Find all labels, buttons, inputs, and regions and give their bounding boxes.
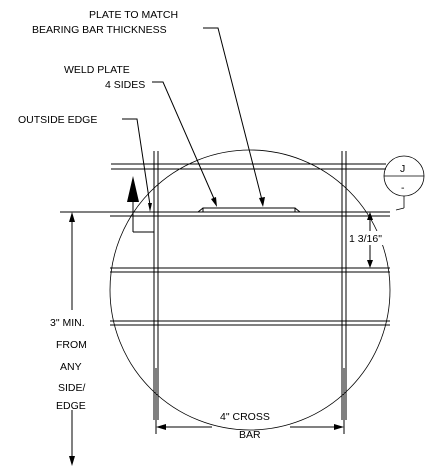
outside-edge-label: OUTSIDE EDGE [18, 114, 97, 126]
weld-plate-arrowhead [211, 197, 217, 207]
weld-plate-fillet [294, 207, 301, 213]
min-dim-arrow-down [69, 456, 75, 466]
cross-bar-dimension: 4" CROSS BAR [155, 368, 345, 441]
section-callout: J - [383, 155, 425, 211]
weld-plate-leader [152, 81, 216, 202]
thickness-arrow-up [367, 212, 373, 220]
thickness-dimension: 1 3/16" [348, 211, 392, 269]
callout-top-label: J [400, 163, 405, 175]
thickness-label-bg [348, 231, 392, 245]
detail-circle [109, 149, 391, 431]
min-label-line5: EDGE [56, 400, 86, 412]
plate-arrowhead [259, 197, 265, 207]
min-dim-arrow-up [69, 212, 75, 222]
weld-plate-label-line2: 4 SIDES [105, 79, 145, 91]
weld-plate-fillet [197, 207, 204, 213]
min-label-line1: 3" MIN. [50, 317, 85, 329]
thickness-arrow-down [367, 260, 373, 268]
outside-edge-leader [122, 118, 151, 206]
plate-label-line1: PLATE TO MATCH [89, 9, 178, 21]
min-label-line3: ANY [60, 361, 82, 373]
callout-leader-tick [395, 207, 405, 211]
plate-label-line2: BEARING BAR THICKNESS [32, 24, 167, 36]
cross-bars [110, 163, 390, 326]
weld-plate-label-line1: WELD PLATE [64, 64, 130, 76]
cross-label-line2: BAR [239, 429, 261, 441]
min-label-line2: FROM [56, 339, 87, 351]
edge-marker-arrow [127, 176, 139, 202]
plate-leader [203, 27, 263, 201]
min-distance-dimension: 3" MIN. FROM ANY SIDE/ EDGE [50, 212, 87, 466]
bearing-bars [153, 151, 347, 420]
cross-arrow-right [334, 424, 344, 430]
weld-plate [197, 207, 301, 213]
cross-arrow-left [156, 424, 166, 430]
callout-bottom-label: - [401, 182, 405, 194]
cross-label-line1: 4" CROSS [220, 411, 270, 423]
weld-plate-body [202, 207, 296, 213]
outside-edge-arrowhead [148, 203, 152, 212]
min-label-line4: SIDE/ [58, 382, 86, 394]
thickness-label: 1 3/16" [349, 233, 382, 245]
